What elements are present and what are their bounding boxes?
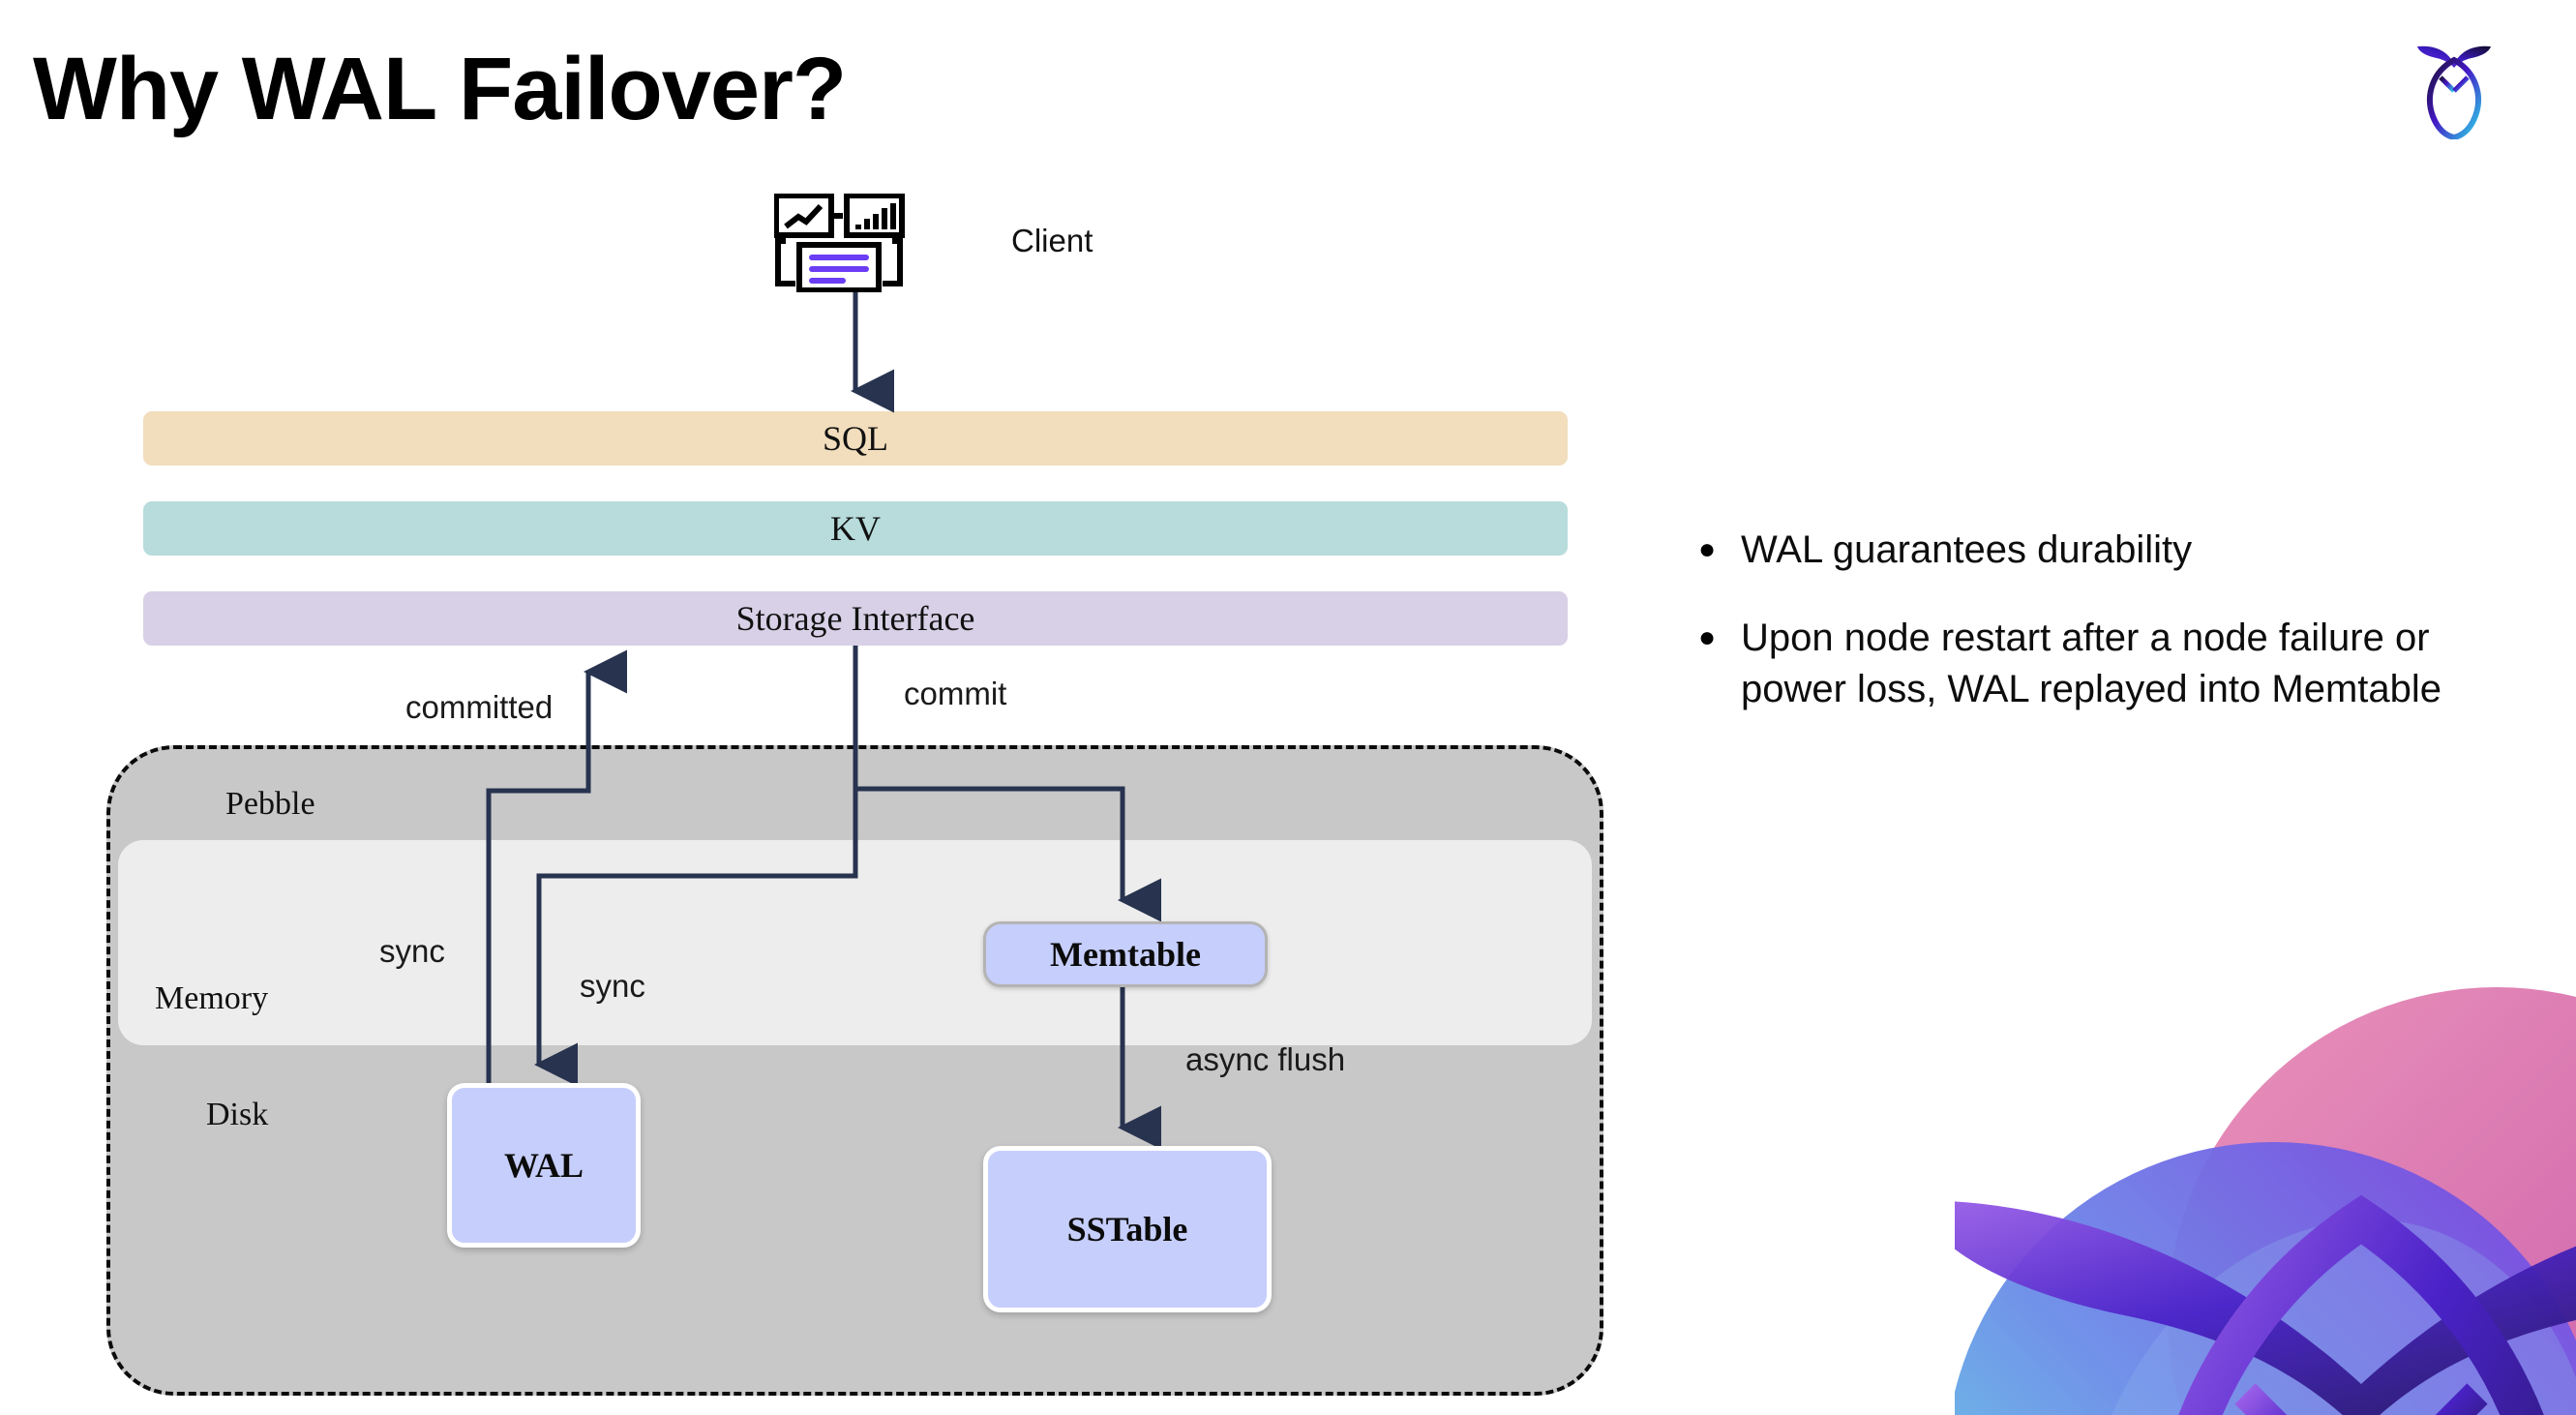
node-label-wal: WAL (503, 1146, 584, 1185)
disk-label: Disk (206, 1097, 269, 1132)
cockroachdb-logo-icon (2417, 45, 2491, 139)
list-item: ● WAL guarantees durability (1698, 525, 2501, 576)
bullet-list: ● WAL guarantees durability ● Upon node … (1698, 525, 2501, 753)
edge-label-async-flush: async flush (1185, 1041, 1346, 1077)
layer-bar-storage-interface[interactable]: Storage Interface (143, 591, 1568, 646)
layer-bar-kv[interactable]: KV (143, 501, 1568, 556)
pebble-label: Pebble (225, 786, 315, 822)
node-sstable[interactable]: SSTable (983, 1146, 1272, 1312)
layer-label-kv: KV (830, 509, 881, 548)
edge-label-commit: commit (904, 676, 1007, 711)
node-wal[interactable]: WAL (447, 1083, 641, 1248)
bullet-text: WAL guarantees durability (1741, 528, 2193, 571)
edge-label-committed: committed (405, 689, 554, 725)
bullet-text: Upon node restart after a node failure o… (1741, 617, 2442, 711)
layer-label-sql: SQL (822, 419, 888, 458)
page-title: Why WAL Failover? (33, 40, 847, 138)
layer-label-storage-interface: Storage Interface (735, 599, 975, 638)
bullet-marker-icon: ● (1698, 533, 1717, 565)
decorative-logo-art (1955, 987, 2576, 1415)
edge-label-sync-left: sync (379, 933, 445, 969)
layer-bar-sql[interactable]: SQL (143, 411, 1568, 466)
bullet-marker-icon: ● (1698, 621, 1717, 654)
list-item: ● Upon node restart after a node failure… (1698, 613, 2501, 715)
node-label-sstable: SSTable (1066, 1210, 1188, 1249)
node-memtable[interactable]: Memtable (983, 921, 1268, 987)
memory-region (118, 840, 1592, 1045)
edge-label-sync-right: sync (580, 968, 645, 1004)
client-label: Client (1011, 223, 1093, 258)
client-dashboard-icon (774, 194, 905, 292)
memory-label: Memory (155, 980, 269, 1016)
node-label-memtable: Memtable (1050, 935, 1201, 974)
